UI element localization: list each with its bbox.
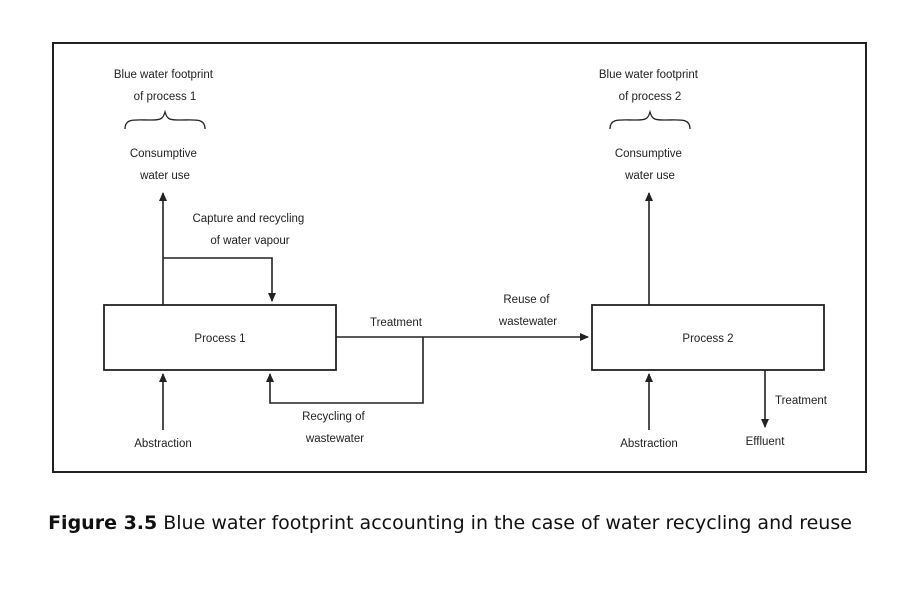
footprint-2-brace (609, 109, 691, 130)
consumptive-use-2-label: Consumptive water use (615, 148, 685, 182)
reuse-label: Reuse of wastewater (498, 294, 557, 328)
footprint-1-brace (124, 109, 206, 130)
treatment-right-label: Treatment (775, 395, 828, 407)
figure-number: Figure 3.5 (48, 512, 158, 534)
recycling-wastewater-label: Recycling of wastewater (302, 411, 368, 445)
process-2-label: Process 2 (682, 333, 733, 345)
recycling-wastewater-arrow (266, 337, 424, 404)
effluent-label: Effluent (746, 436, 786, 448)
footprint-1-label: Blue water footprint of process 1 (114, 69, 216, 103)
process-1-box (103, 304, 337, 371)
abstraction-2-label: Abstraction (620, 438, 678, 450)
abstraction-1-label: Abstraction (134, 438, 192, 450)
footprint-2-label: Blue water footprint of process 2 (599, 69, 701, 103)
process-2-box (591, 304, 825, 371)
process-1-label: Process 1 (194, 333, 245, 345)
capture-recycling-arrow (163, 257, 276, 302)
figure-caption-text: Blue water footprint accounting in the c… (163, 512, 852, 534)
treatment-mid-label: Treatment (370, 317, 423, 329)
capture-recycling-label: Capture and recycling of water vapour (192, 213, 307, 247)
consumptive-use-1-label: Consumptive water use (130, 148, 200, 182)
